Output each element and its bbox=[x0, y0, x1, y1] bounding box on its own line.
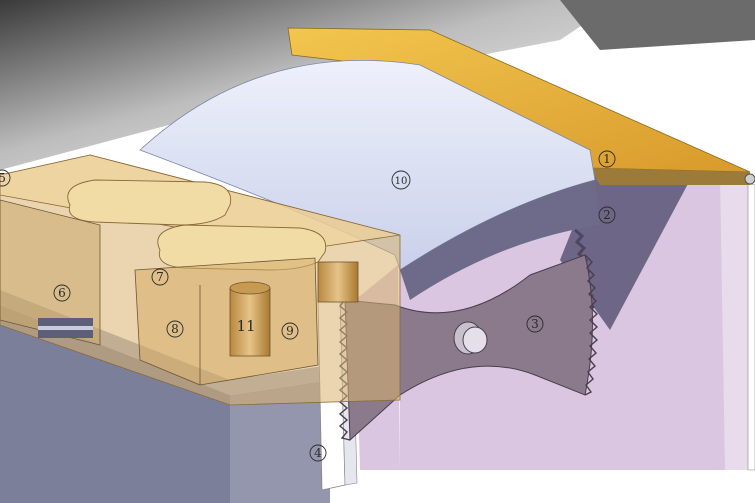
lid-upper bbox=[67, 179, 232, 226]
wall-right-edge bbox=[747, 183, 755, 471]
callout-1: 1 bbox=[598, 150, 616, 168]
callout-4: 4 bbox=[309, 444, 327, 462]
callout-9: 9 bbox=[281, 322, 299, 340]
svg-text:5: 5 bbox=[0, 171, 6, 185]
base-slab-front bbox=[0, 305, 230, 503]
callout-5: 5 bbox=[0, 169, 11, 187]
background-shadow-right bbox=[560, 0, 755, 50]
wall-right-face bbox=[720, 175, 750, 470]
post-coil bbox=[317, 261, 359, 303]
svg-text:10: 10 bbox=[395, 176, 408, 187]
callout-8: 8 bbox=[166, 320, 184, 338]
part-3-right-teeth bbox=[584, 254, 599, 396]
inner-box bbox=[134, 257, 319, 386]
svg-text:11: 11 bbox=[236, 317, 255, 335]
lid-lower bbox=[157, 224, 327, 271]
callout-10: 10 bbox=[391, 170, 411, 190]
svg-text:2: 2 bbox=[603, 208, 611, 222]
callout-11: 11 bbox=[236, 317, 255, 335]
roof-pivot bbox=[744, 173, 755, 185]
svg-text:6: 6 bbox=[58, 286, 66, 300]
svg-text:9: 9 bbox=[286, 324, 294, 338]
svg-text:8: 8 bbox=[171, 322, 179, 336]
part-1-roof-underside bbox=[590, 168, 750, 185]
svg-text:7: 7 bbox=[156, 270, 164, 284]
gear-axle-cap bbox=[462, 326, 488, 354]
part-11-coil-top bbox=[229, 281, 271, 295]
callout-6: 6 bbox=[53, 284, 71, 302]
svg-text:3: 3 bbox=[531, 317, 539, 331]
callout-3: 3 bbox=[526, 315, 544, 333]
part-6-module bbox=[0, 199, 101, 346]
part-11-coil bbox=[229, 287, 271, 357]
part-10-dome-side bbox=[400, 180, 600, 300]
svg-text:1: 1 bbox=[603, 152, 611, 166]
base-slab-side bbox=[230, 380, 330, 503]
svg-text:4: 4 bbox=[314, 446, 322, 460]
callout-2: 2 bbox=[598, 206, 616, 224]
callout-7: 7 bbox=[151, 268, 169, 286]
